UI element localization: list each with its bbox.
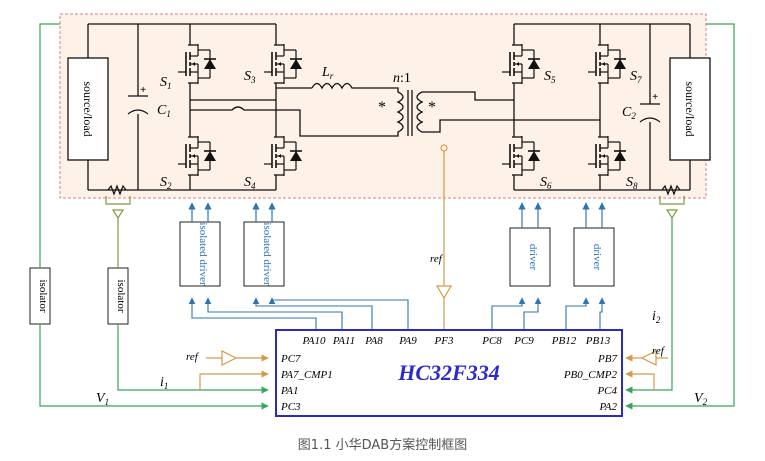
pin-pa2: PA2 xyxy=(598,401,617,413)
right-source-box xyxy=(669,57,711,161)
pf3-ref-label: ref xyxy=(430,253,444,265)
pin-pc7: PC7 xyxy=(280,353,301,365)
left-cap-label: C1 xyxy=(157,103,171,119)
right-cap-label: C2 xyxy=(622,105,636,121)
pin-pa1: PA1 xyxy=(280,385,299,397)
right-shunt xyxy=(661,184,681,196)
figure-caption: 图1.1 小华DAB方案控制框图 xyxy=(297,438,468,453)
pf3-sense-line xyxy=(435,144,453,330)
pin-pf3: PF3 xyxy=(434,335,454,347)
pin-pc4: PC4 xyxy=(596,385,617,397)
label-s4: S4 xyxy=(244,175,256,191)
mcu-left-pins: PC7 PA7_CMP1 PA1 PC3 xyxy=(280,353,333,413)
left-bridge xyxy=(87,23,390,191)
label-s6: S6 xyxy=(540,175,552,191)
pin-pb7: PB7 xyxy=(597,353,617,365)
pin-pa11: PA11 xyxy=(332,335,355,347)
pin-pb0-cmp2: PB0_CMP2 xyxy=(563,369,618,381)
right-ref-label: ref xyxy=(652,345,666,357)
pin-pc3: PC3 xyxy=(280,401,301,413)
inductor-label: Lr xyxy=(321,65,334,81)
label-s5: S5 xyxy=(544,69,556,85)
left-cap-plus: + xyxy=(140,84,146,96)
transformer xyxy=(390,87,514,137)
right-source-label: source/load xyxy=(683,81,697,136)
pwm-lines xyxy=(188,297,606,330)
i1-label: i1 xyxy=(160,375,168,391)
mcu-name: HC32F334 xyxy=(397,360,499,385)
driver-2-label: isolated driver xyxy=(261,222,273,286)
pin-pb13: PB13 xyxy=(585,335,611,347)
mcu-top-pins: PA10 PA11 PA8 PA9 PF3 PC8 PC9 PB12 PB13 xyxy=(301,335,610,347)
v2-label: V2 xyxy=(694,391,708,407)
label-s2: S2 xyxy=(160,175,172,191)
pin-pa8: PA8 xyxy=(364,335,383,347)
label-s1: S1 xyxy=(160,75,172,91)
mcu-right-pins: PB7 PB0_CMP2 PC4 PA2 xyxy=(563,353,618,413)
right-cap-plus: + xyxy=(652,91,658,103)
driver-1-label: isolated driver xyxy=(197,222,209,286)
left-signals xyxy=(39,23,269,410)
i2-label: i2 xyxy=(652,309,661,325)
isolator-1-label: isolator xyxy=(37,280,49,313)
inductor-lr xyxy=(311,82,390,90)
left-source-label: source/load xyxy=(81,81,95,136)
pin-pc8: PC8 xyxy=(481,335,502,347)
right-bridge xyxy=(513,23,691,191)
gate-arrows xyxy=(188,202,606,228)
driver-3-label: driver xyxy=(527,244,539,271)
driver-blocks xyxy=(179,221,615,287)
left-ref-label: ref xyxy=(186,351,200,363)
pin-pa7-cmp1: PA7_CMP1 xyxy=(280,369,333,381)
left-source-box xyxy=(67,57,109,161)
label-s3: S3 xyxy=(244,69,256,85)
label-s8: S8 xyxy=(626,175,638,191)
transformer-ratio: n:1 xyxy=(393,71,411,86)
transformer-dot-primary: * xyxy=(378,99,386,116)
mcu-block xyxy=(275,329,623,417)
pin-pc9: PC9 xyxy=(513,335,534,347)
isolator-2-label: isolator xyxy=(115,280,127,313)
transformer-dot-secondary: * xyxy=(428,99,436,116)
pin-pa10: PA10 xyxy=(301,335,326,347)
pin-pb12: PB12 xyxy=(551,335,577,347)
label-s7: S7 xyxy=(630,69,642,85)
v1-label: V1 xyxy=(96,391,109,407)
driver-4-label: driver xyxy=(591,244,603,271)
pin-pa9: PA9 xyxy=(398,335,417,347)
left-shunt xyxy=(107,184,127,196)
right-signals xyxy=(625,23,735,410)
